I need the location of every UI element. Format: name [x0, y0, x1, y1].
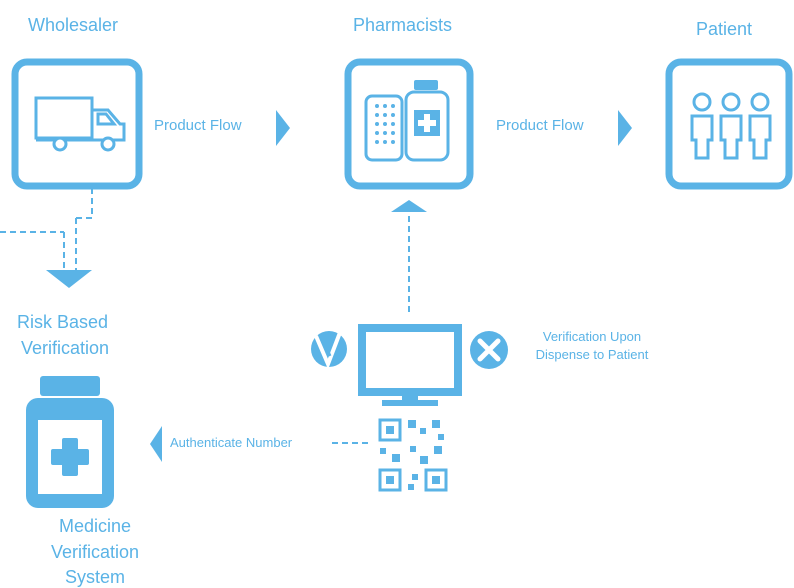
down-arrow-risk — [46, 270, 92, 288]
left-arrow-mvs — [150, 426, 162, 462]
check-badge-icon — [311, 321, 347, 370]
risk-label-line2: Verification — [21, 338, 110, 358]
mvs-label-line1: Medicine — [58, 516, 132, 536]
dashed-connector-wholesaler — [0, 188, 93, 270]
product-flow-label-1: Product Flow — [154, 117, 242, 134]
authenticate-number-label: Authenticate Number — [170, 435, 293, 450]
pharmacists-label: Pharmacists — [353, 15, 453, 35]
risk-label-line1: Risk Based — [17, 312, 109, 332]
x-badge-icon — [470, 331, 508, 369]
patient-box — [665, 58, 793, 190]
monitor-icon — [358, 324, 462, 406]
medicine-bottle-icon — [26, 376, 114, 508]
pills-and-medicine-bottle-icon — [364, 80, 450, 162]
pharmacists-box — [344, 58, 474, 190]
flow-arrow-2 — [618, 110, 632, 146]
verification-label-line2: Dispense to Patient — [535, 347, 649, 362]
product-flow-label-2: Product Flow — [496, 117, 584, 134]
mvs-label-line3: System — [64, 567, 125, 587]
wholesaler-label: Wholesaler — [28, 15, 119, 35]
wholesaler-box — [11, 58, 143, 190]
patient-label: Patient — [696, 19, 753, 39]
flow-arrow-1 — [276, 110, 290, 146]
delivery-truck-icon — [34, 96, 126, 152]
verification-label-line1: Verification Upon — [542, 329, 642, 344]
mvs-label-line2: Verification — [50, 542, 140, 562]
up-arrow-pharmacists — [391, 200, 427, 212]
qr-code-icon — [378, 418, 448, 492]
people-group-icon — [690, 92, 772, 160]
